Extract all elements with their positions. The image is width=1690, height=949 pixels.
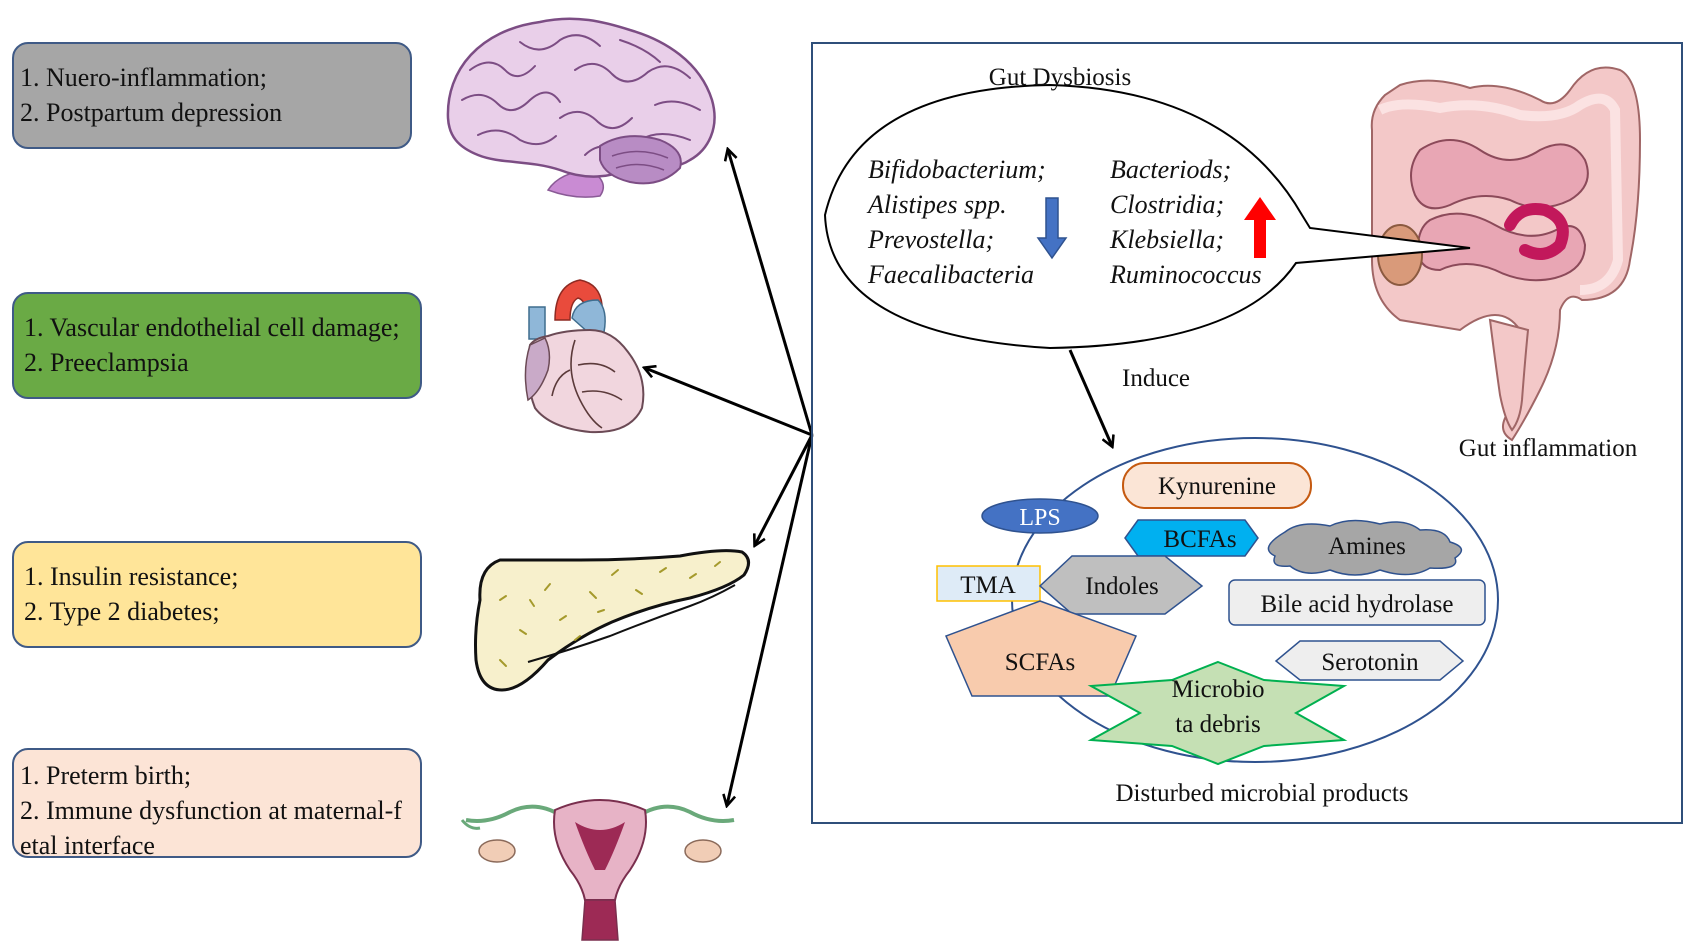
increased-taxon: Klebsiella; [1109, 225, 1224, 254]
dysbiosis-callout [823, 83, 1471, 350]
product-label: TMA [960, 572, 1016, 599]
gut-panel-frame [811, 42, 1683, 824]
product-tma: TMA [936, 565, 1041, 602]
effect-line: 2. Preeclampsia [24, 348, 189, 377]
product-serotonin: Serotonin [1274, 640, 1465, 681]
product-scfas: SCFAs [944, 600, 1138, 697]
effect-line: 1. Insulin resistance; [24, 562, 239, 591]
product-bcfas: BCFAs [1124, 519, 1259, 557]
effect-box-heart: 1. Vascular endothelial cell damage; 2. … [12, 292, 422, 399]
down-arrow-icon [1036, 197, 1068, 260]
effect-arrows [645, 150, 814, 805]
decreased-taxon: Bifidobacterium; [868, 155, 1046, 184]
effect-line: 1. Vascular endothelial cell damage; [24, 313, 400, 342]
product-label: Indoles [1085, 573, 1159, 600]
gut-inflammation-label: Gut inflammation [1459, 435, 1638, 462]
arrow-to-pancreas [755, 434, 814, 545]
effect-box-brain: 1. Nuero-inflammation; 2. Postpartum dep… [12, 42, 412, 149]
effect-line: etal interface [20, 831, 155, 860]
product-label: Serotonin [1321, 649, 1419, 676]
up-arrow-icon [1244, 197, 1276, 258]
induce-arrow [1068, 349, 1112, 446]
product-lps: LPS [981, 498, 1099, 534]
increased-taxon: Bacteriods; [1110, 155, 1231, 184]
effect-line: 1. Preterm birth; [20, 761, 192, 790]
product-label: Bile acid hydrolase [1261, 591, 1454, 618]
decreased-taxon: Faecalibacteria [867, 260, 1034, 289]
increased-taxon: Ruminococcus [1109, 260, 1262, 289]
product-kynurenine: Kynurenine [1122, 462, 1312, 509]
effect-line: 1. Nuero-inflammation; [20, 63, 267, 92]
intestine-icon [1370, 66, 1642, 442]
gut-dysbiosis-title: Gut Dysbiosis [989, 64, 1131, 91]
increased-taxa: Bacteriods; Clostridia; Klebsiella; Rumi… [1109, 155, 1262, 289]
product-label: ta debris [1175, 711, 1260, 738]
product-bile-acid-hydrolase: Bile acid hydrolase [1228, 579, 1486, 626]
product-indoles: Indoles [1038, 555, 1204, 615]
pancreas-icon [474, 549, 750, 692]
effect-line: 2. Immune dysfunction at maternal-f [20, 796, 402, 825]
heart-icon [524, 279, 645, 434]
product-microbiota-debris: Microbio ta debris [1087, 660, 1348, 766]
induce-label: Induce [1122, 365, 1190, 392]
effect-box-uterus: 1. Preterm birth; 2. Immune dysfunction … [12, 748, 422, 860]
product-label: SCFAs [1005, 649, 1075, 676]
arrow-to-brain [728, 150, 814, 436]
product-label: LPS [1019, 505, 1060, 531]
products-title: Disturbed microbial products [1116, 780, 1409, 807]
decreased-taxa: Bifidobacterium; Alistipes spp. Prevoste… [866, 155, 1046, 289]
product-label: BCFAs [1163, 526, 1236, 553]
arrow-to-heart [645, 368, 813, 437]
decreased-taxon: Prevostella; [867, 225, 994, 254]
effect-line: 2. Type 2 diabetes; [24, 597, 220, 626]
product-label: Kynurenine [1158, 473, 1276, 500]
product-label: Microbio [1171, 676, 1264, 703]
uterus-icon [460, 799, 735, 941]
brain-icon [446, 17, 716, 198]
product-label: Amines [1328, 533, 1406, 560]
decreased-taxon: Alistipes spp. [866, 190, 1007, 219]
increased-taxon: Clostridia; [1110, 190, 1224, 219]
product-amines: Amines [1267, 519, 1463, 576]
effect-line: 2. Postpartum depression [20, 98, 283, 127]
arrow-to-uterus [727, 434, 814, 805]
effect-box-pancreas: 1. Insulin resistance; 2. Type 2 diabete… [12, 541, 422, 648]
